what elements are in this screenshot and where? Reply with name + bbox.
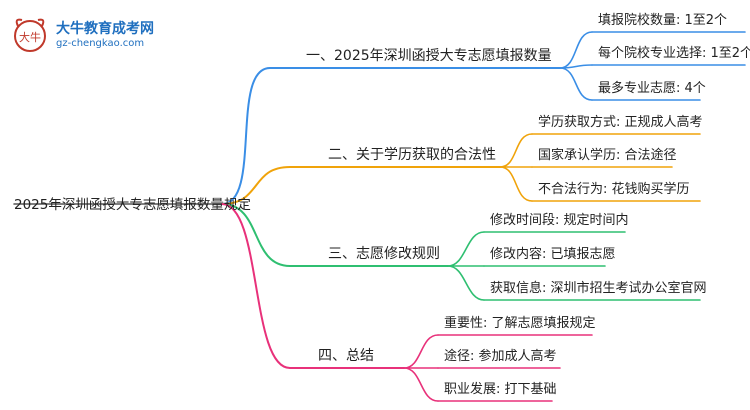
branch-4-label: 四、总结	[318, 348, 374, 364]
branch-2-leaf-3: 不合法行为: 花钱购买学历	[538, 181, 690, 197]
branch-3-leaf-2: 修改内容: 已填报志愿	[490, 246, 616, 262]
branch-3-label: 三、志愿修改规则	[328, 246, 440, 262]
branch-4-leaf-1: 重要性: 了解志愿填报规定	[444, 315, 596, 331]
branch-4-leaf-1-curve	[403, 334, 439, 369]
branch-1-label: 一、2025年深圳函授大专志愿填报数量	[306, 48, 552, 64]
bull-logo-icon: 大牛	[14, 18, 46, 52]
logo-mark-text: 大牛	[19, 30, 41, 44]
branch-3: 三、志愿修改规则 修改时间段: 规定时间内 修改内容: 已填报志愿 获取信息: …	[328, 212, 707, 296]
connector-layer	[13, 31, 746, 402]
branch-2-label: 二、关于学历获取的合法性	[328, 147, 496, 163]
branch-4-curve	[221, 203, 291, 369]
branch-1-curve	[221, 67, 271, 205]
branch-1-leaf-1-curve	[559, 31, 593, 69]
branch-2-leaf-1-curve	[499, 133, 533, 168]
branch-2-leaf-3-curve	[499, 166, 533, 202]
branch-3-curve	[221, 203, 291, 267]
branch-1-leaf-3-curve	[559, 67, 593, 101]
branch-1-leaf-2: 每个院校专业选择: 1至2个	[598, 45, 750, 61]
branch-3-leaf-1-curve	[447, 231, 485, 267]
branch-4-leaf-3: 职业发展: 打下基础	[444, 381, 557, 397]
branch-2-leaf-2: 国家承认学历: 合法途径	[538, 147, 677, 163]
branch-4-leaf-2: 途径: 参加成人高考	[444, 348, 557, 364]
branch-1-leaf-3: 最多专业志愿: 4个	[598, 80, 706, 96]
site-logo: 大牛 大牛教育成考网 gz-chengkao.com	[12, 14, 162, 60]
branch-2-curve	[221, 166, 291, 205]
branch-3-leaf-3: 获取信息: 深圳市招生考试办公室官网	[490, 280, 707, 296]
branch-2: 二、关于学历获取的合法性 学历获取方式: 正规成人高考 国家承认学历: 合法途径…	[328, 114, 703, 197]
branch-2-leaf-1: 学历获取方式: 正规成人高考	[538, 114, 703, 130]
branch-4-leaf-3-curve	[403, 367, 439, 402]
branch-3-leaf-1: 修改时间段: 规定时间内	[490, 212, 629, 228]
branch-4: 四、总结 重要性: 了解志愿填报规定 途径: 参加成人高考 职业发展: 打下基础	[318, 315, 596, 397]
branch-1-leaf-1: 填报院校数量: 1至2个	[598, 12, 727, 28]
root-node-label: 2025年深圳函授大专志愿填报数量规定	[14, 197, 251, 213]
logo-site-name: 大牛教育成考网	[56, 21, 154, 37]
logo-site-url: gz-chengkao.com	[56, 38, 145, 49]
branch-1: 一、2025年深圳函授大专志愿填报数量 填报院校数量: 1至2个 每个院校专业选…	[306, 12, 750, 96]
branch-3-leaf-3-curve	[447, 265, 485, 301]
